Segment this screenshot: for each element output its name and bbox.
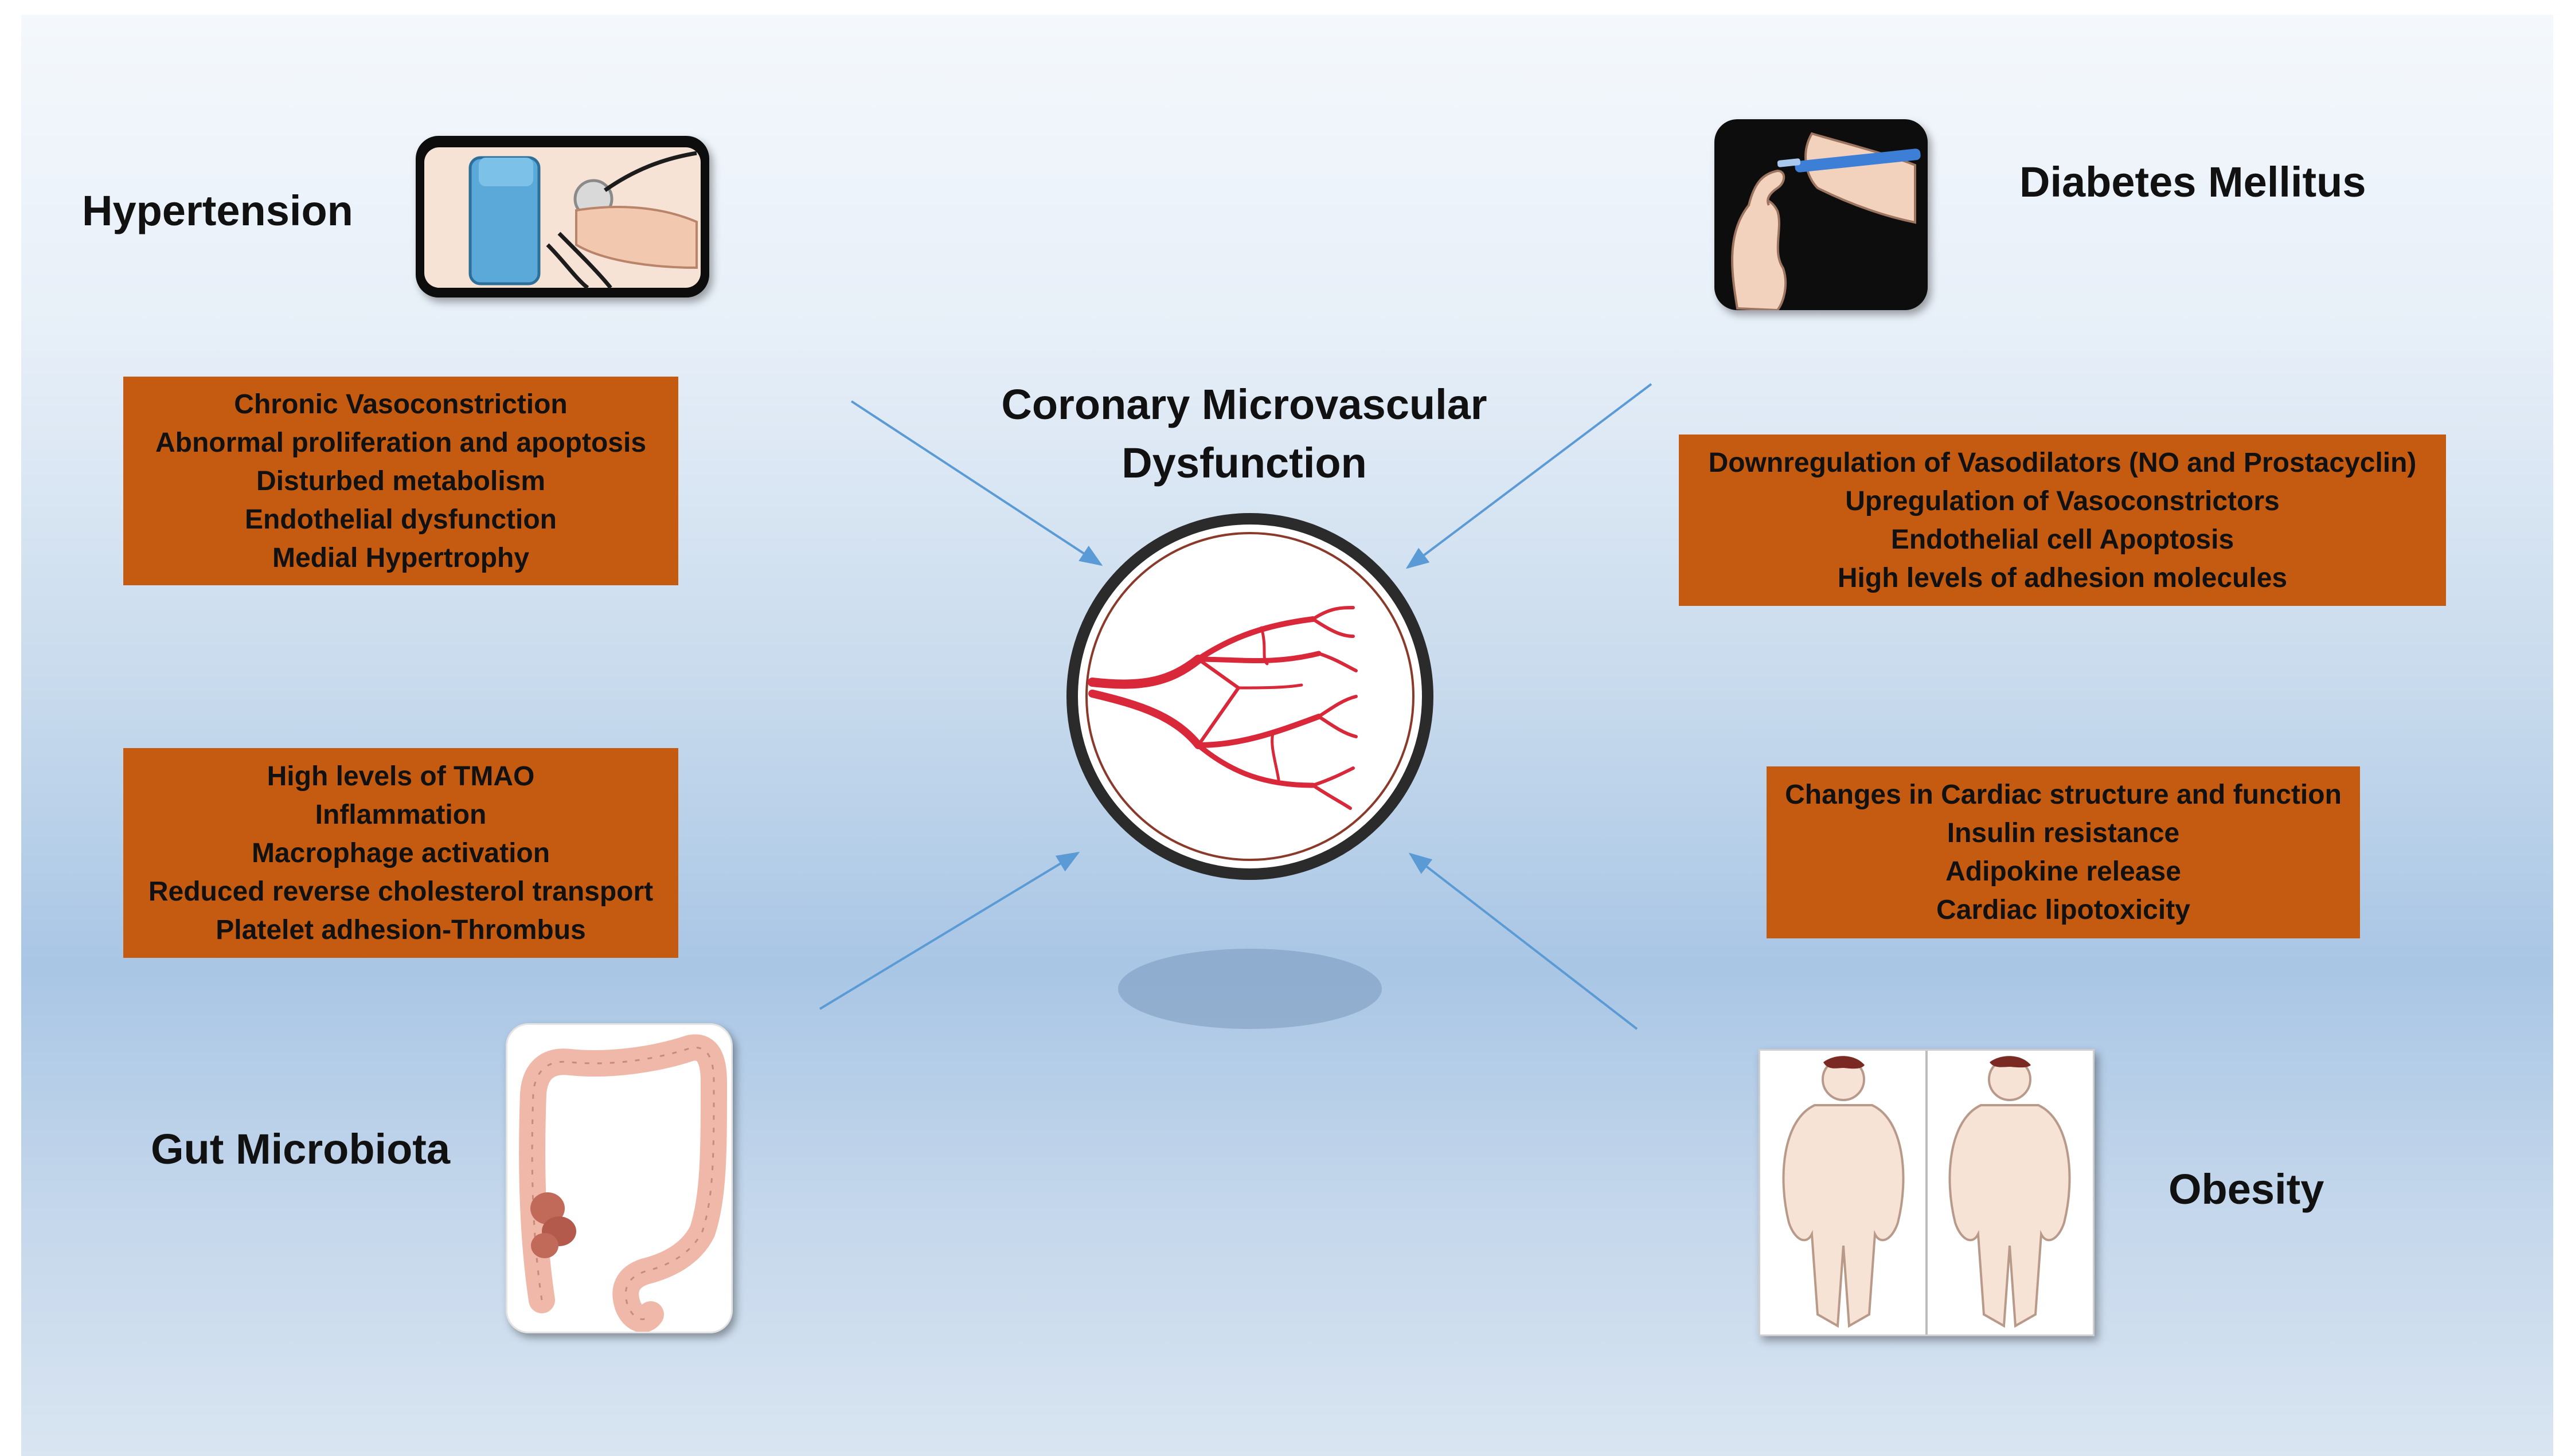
diabetes-effects-box: Downregulation of Vasodilators (NO and P… <box>1679 435 2446 606</box>
blood-pressure-cuff-icon <box>416 136 709 298</box>
diabetes-effect: Endothelial cell Apoptosis <box>1890 524 2234 555</box>
obesity-effects-box: Changes in Cardiac structure and functio… <box>1767 766 2360 938</box>
gut-effect: Reduced reverse cholesterol transport <box>148 876 654 907</box>
colon-icon <box>506 1023 733 1333</box>
gut-effect: Inflammation <box>315 799 487 830</box>
obesity-effect: Insulin resistance <box>1947 818 2180 848</box>
obesity-effect: Changes in Cardiac structure and functio… <box>1785 780 2342 810</box>
hypertension-effect: Endothelial dysfunction <box>244 504 557 535</box>
center-title: Coronary Microvascular Dysfunction <box>986 375 1502 492</box>
obesity-title: Obesity <box>2168 1165 2324 1213</box>
gut-effect: Macrophage activation <box>251 837 550 868</box>
diabetes-effect: Upregulation of Vasoconstrictors <box>1845 486 2280 516</box>
hypertension-title: Hypertension <box>82 187 353 234</box>
hypertension-effect: Medial Hypertrophy <box>272 542 530 573</box>
hypertension-effects-box: Chronic Vasoconstriction Abnormal prolif… <box>123 377 678 585</box>
diabetes-effect: High levels of adhesion molecules <box>1837 562 2288 593</box>
obese-body-icon <box>1759 1049 2095 1336</box>
arrow-gut <box>819 851 1080 1010</box>
gut-effect: Platelet adhesion-Thrombus <box>216 914 586 945</box>
obesity-effect: Cardiac lipotoxicity <box>1936 895 2190 925</box>
center-title-line1: Coronary Microvascular <box>1001 381 1487 428</box>
hypertension-effect: Abnormal proliferation and apoptosis <box>155 427 647 458</box>
arrow-diabetes <box>1405 383 1652 569</box>
glucose-lancet-icon <box>1714 119 1928 310</box>
obesity-effect: Adipokine release <box>1945 856 2181 887</box>
hypertension-effect: Chronic Vasoconstriction <box>234 389 568 420</box>
diabetes-effect: Downregulation of Vasodilators (NO and P… <box>1708 447 2417 478</box>
center-shadow <box>1118 949 1382 1029</box>
gut-effects-box: High levels of TMAO Inflammation Macroph… <box>123 748 678 958</box>
diabetes-title: Diabetes Mellitus <box>2019 158 2366 206</box>
center-title-line2: Dysfunction <box>1122 439 1367 487</box>
gut-title: Gut Microbiota <box>151 1125 451 1173</box>
gut-effect: High levels of TMAO <box>267 761 535 792</box>
arrow-obesity <box>1408 852 1638 1030</box>
arrow-hypertension <box>850 400 1103 566</box>
hypertension-effect: Disturbed metabolism <box>256 465 546 496</box>
